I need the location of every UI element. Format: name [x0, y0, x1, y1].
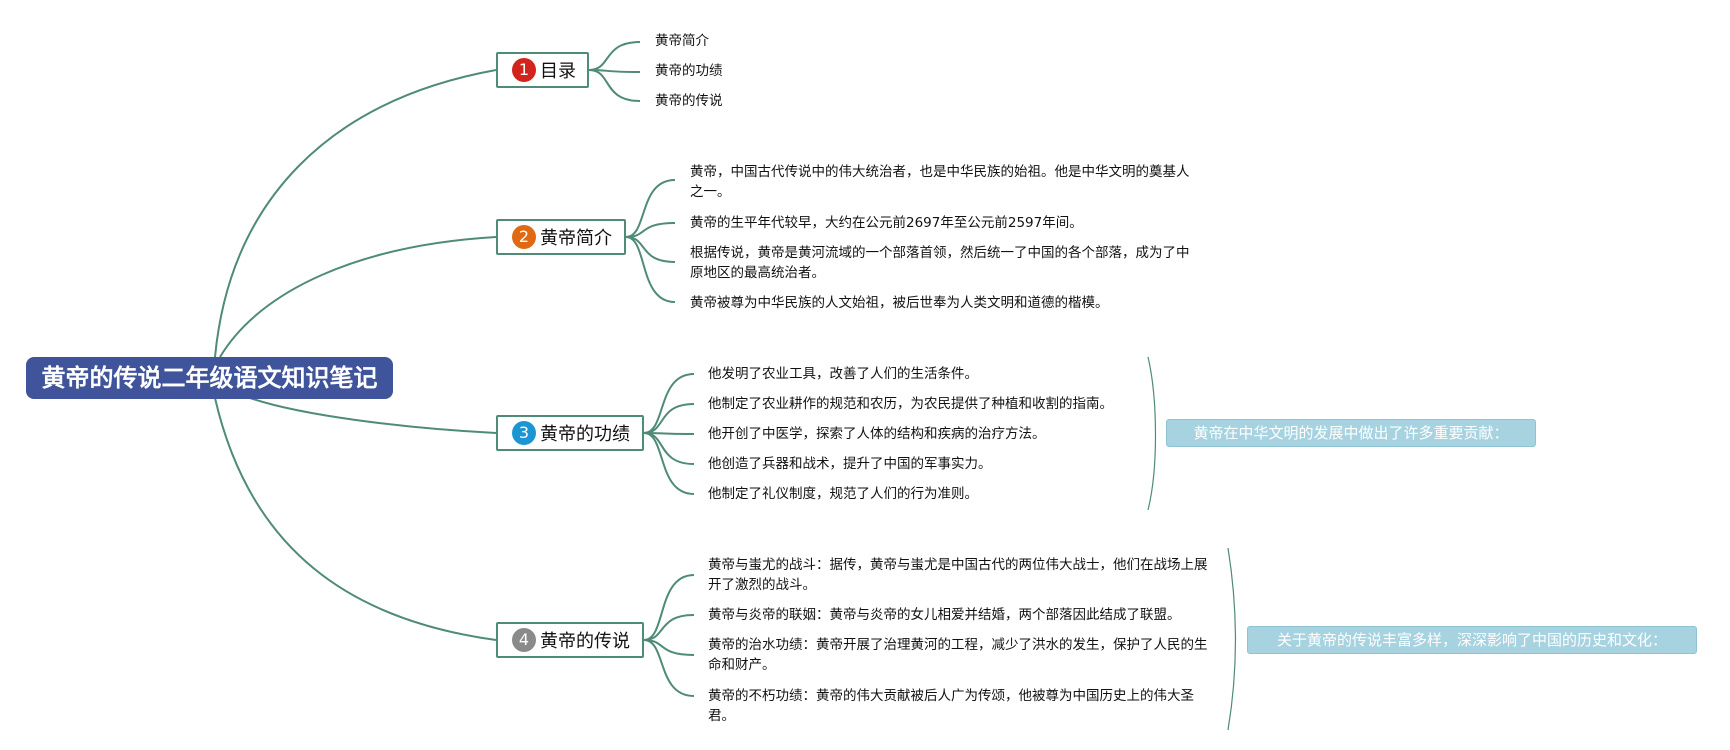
- number-4-icon: 4: [512, 628, 536, 652]
- summary-legends[interactable]: 关于黄帝的传说丰富多样，深深影响了中国的历史和文化：: [1247, 626, 1697, 654]
- leaf-item[interactable]: 他开创了中医学，探索了人体的结构和疾病的治疗方法。: [708, 426, 1046, 442]
- leaf-item[interactable]: 他创造了兵器和战术，提升了中国的军事实力。: [708, 456, 992, 472]
- branch-achievements[interactable]: 3 黄帝的功绩: [496, 415, 644, 451]
- number-3-icon: 3: [512, 421, 536, 445]
- leaf-item[interactable]: 他制定了礼仪制度，规范了人们的行为准则。: [708, 486, 978, 502]
- leaf-item[interactable]: 黄帝与炎帝的联姻：黄帝与炎帝的女儿相爱并结婚，两个部落因此结成了联盟。: [708, 607, 1181, 623]
- leaf-item[interactable]: 黄帝简介: [655, 33, 709, 49]
- leaf-item[interactable]: 黄帝，中国古代传说中的伟大统治者，也是中华民族的始祖。他是中华文明的奠基人之一。: [690, 164, 1190, 200]
- number-2-icon: 2: [512, 225, 536, 249]
- leaf-item[interactable]: 黄帝被尊为中华民族的人文始祖，被后世奉为人类文明和道德的楷模。: [690, 295, 1109, 311]
- leaf-item[interactable]: 他制定了农业耕作的规范和农历，为农民提供了种植和收割的指南。: [708, 396, 1113, 412]
- branch-table-of-contents[interactable]: 1 目录: [496, 52, 589, 88]
- number-1-icon: 1: [512, 58, 536, 82]
- leaf-item[interactable]: 黄帝与蚩尤的战斗：据传，黄帝与蚩尤是中国古代的两位伟大战士，他们在战场上展开了激…: [708, 557, 1208, 593]
- branch-label: 目录: [540, 61, 576, 82]
- leaf-item[interactable]: 黄帝的治水功绩：黄帝开展了治理黄河的工程，减少了洪水的发生，保护了人民的生命和财…: [708, 637, 1208, 673]
- branch-label: 黄帝的传说: [540, 631, 630, 652]
- branch-label: 黄帝的功绩: [540, 424, 630, 445]
- root-topic[interactable]: 黄帝的传说二年级语文知识笔记: [26, 357, 393, 399]
- leaf-item[interactable]: 黄帝的传说: [655, 93, 723, 109]
- branch-label: 黄帝简介: [540, 228, 612, 249]
- summary-achievements[interactable]: 黄帝在中华文明的发展中做出了许多重要贡献：: [1166, 419, 1536, 447]
- leaf-item[interactable]: 黄帝的生平年代较早，大约在公元前2697年至公元前2597年间。: [690, 215, 1083, 231]
- leaf-item[interactable]: 根据传说，黄帝是黄河流域的一个部落首领，然后统一了中国的各个部落，成为了中原地区…: [690, 245, 1190, 281]
- leaf-item[interactable]: 黄帝的功绩: [655, 63, 723, 79]
- branch-introduction[interactable]: 2 黄帝简介: [496, 219, 626, 255]
- branch-legends[interactable]: 4 黄帝的传说: [496, 622, 644, 658]
- leaf-item[interactable]: 他发明了农业工具，改善了人们的生活条件。: [708, 366, 978, 382]
- leaf-item[interactable]: 黄帝的不朽功绩：黄帝的伟大贡献被后人广为传颂，他被尊为中国历史上的伟大圣君。: [708, 688, 1194, 724]
